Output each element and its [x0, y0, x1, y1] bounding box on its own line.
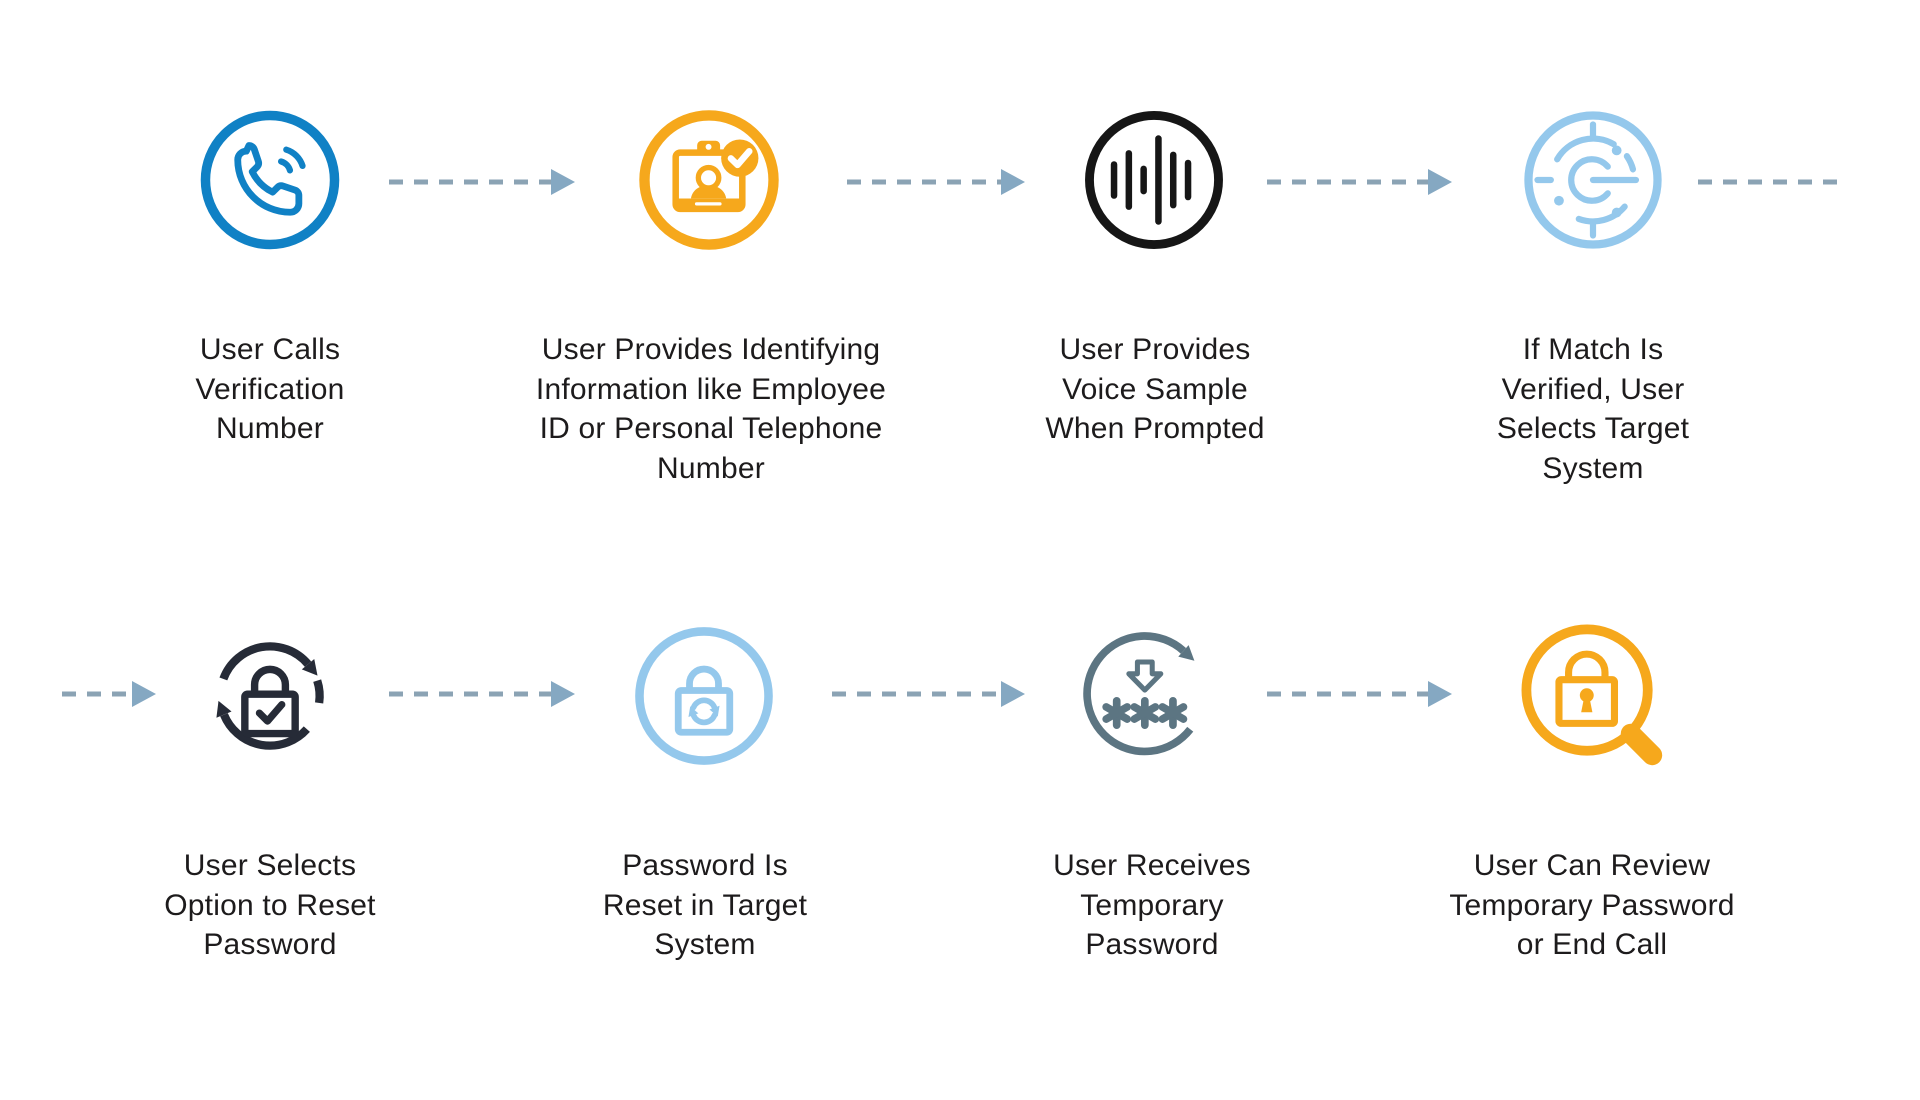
- phone-call-icon-svg: [200, 110, 340, 250]
- review-password-icon: [1519, 622, 1667, 770]
- step-4-label: If Match Is Verified, User Selects Targe…: [1496, 333, 1690, 485]
- match-target-icon-svg: [1524, 111, 1662, 249]
- step-6-label: Password Is Reset in Target System: [602, 849, 808, 961]
- match-target-icon: [1519, 106, 1667, 254]
- review-password-icon-svg: [1521, 624, 1663, 766]
- reset-password-icon-svg: [216, 642, 324, 750]
- step-5-label: User Selects Option to Reset Password: [164, 849, 376, 961]
- identity-verification-icon: [635, 106, 783, 254]
- temporary-password-icon-svg: [1083, 632, 1195, 756]
- arrow-1-2: [389, 169, 575, 195]
- voice-sample-icon-svg: [1085, 111, 1223, 249]
- phone-call-icon: [196, 106, 344, 254]
- step-8-label: User Can Review Temporary Password or En…: [1449, 849, 1735, 961]
- step-3-label: User Provides Voice Sample When Prompted: [1045, 333, 1265, 445]
- step-2-label: User Provides Identifying Information li…: [535, 333, 887, 485]
- temporary-password-icon: [1076, 622, 1224, 770]
- password-reset-system-icon-svg: [635, 627, 773, 765]
- arrow-7-8: [1267, 681, 1452, 707]
- arrow-3-4: [1267, 169, 1452, 195]
- reset-password-icon: [196, 622, 344, 770]
- step-7-label: User Receives Temporary Password: [1053, 849, 1251, 961]
- voice-sample-icon: [1080, 106, 1228, 254]
- arrow-5-6: [389, 681, 575, 707]
- arrow-6-7: [832, 681, 1025, 707]
- password-reset-system-icon: [630, 622, 778, 770]
- identity-verification-icon-svg: [639, 110, 779, 250]
- arrow-2-3: [847, 169, 1025, 195]
- arrow-row-wrap-in: [62, 681, 156, 707]
- step-1-label: User Calls Verification Number: [195, 333, 345, 445]
